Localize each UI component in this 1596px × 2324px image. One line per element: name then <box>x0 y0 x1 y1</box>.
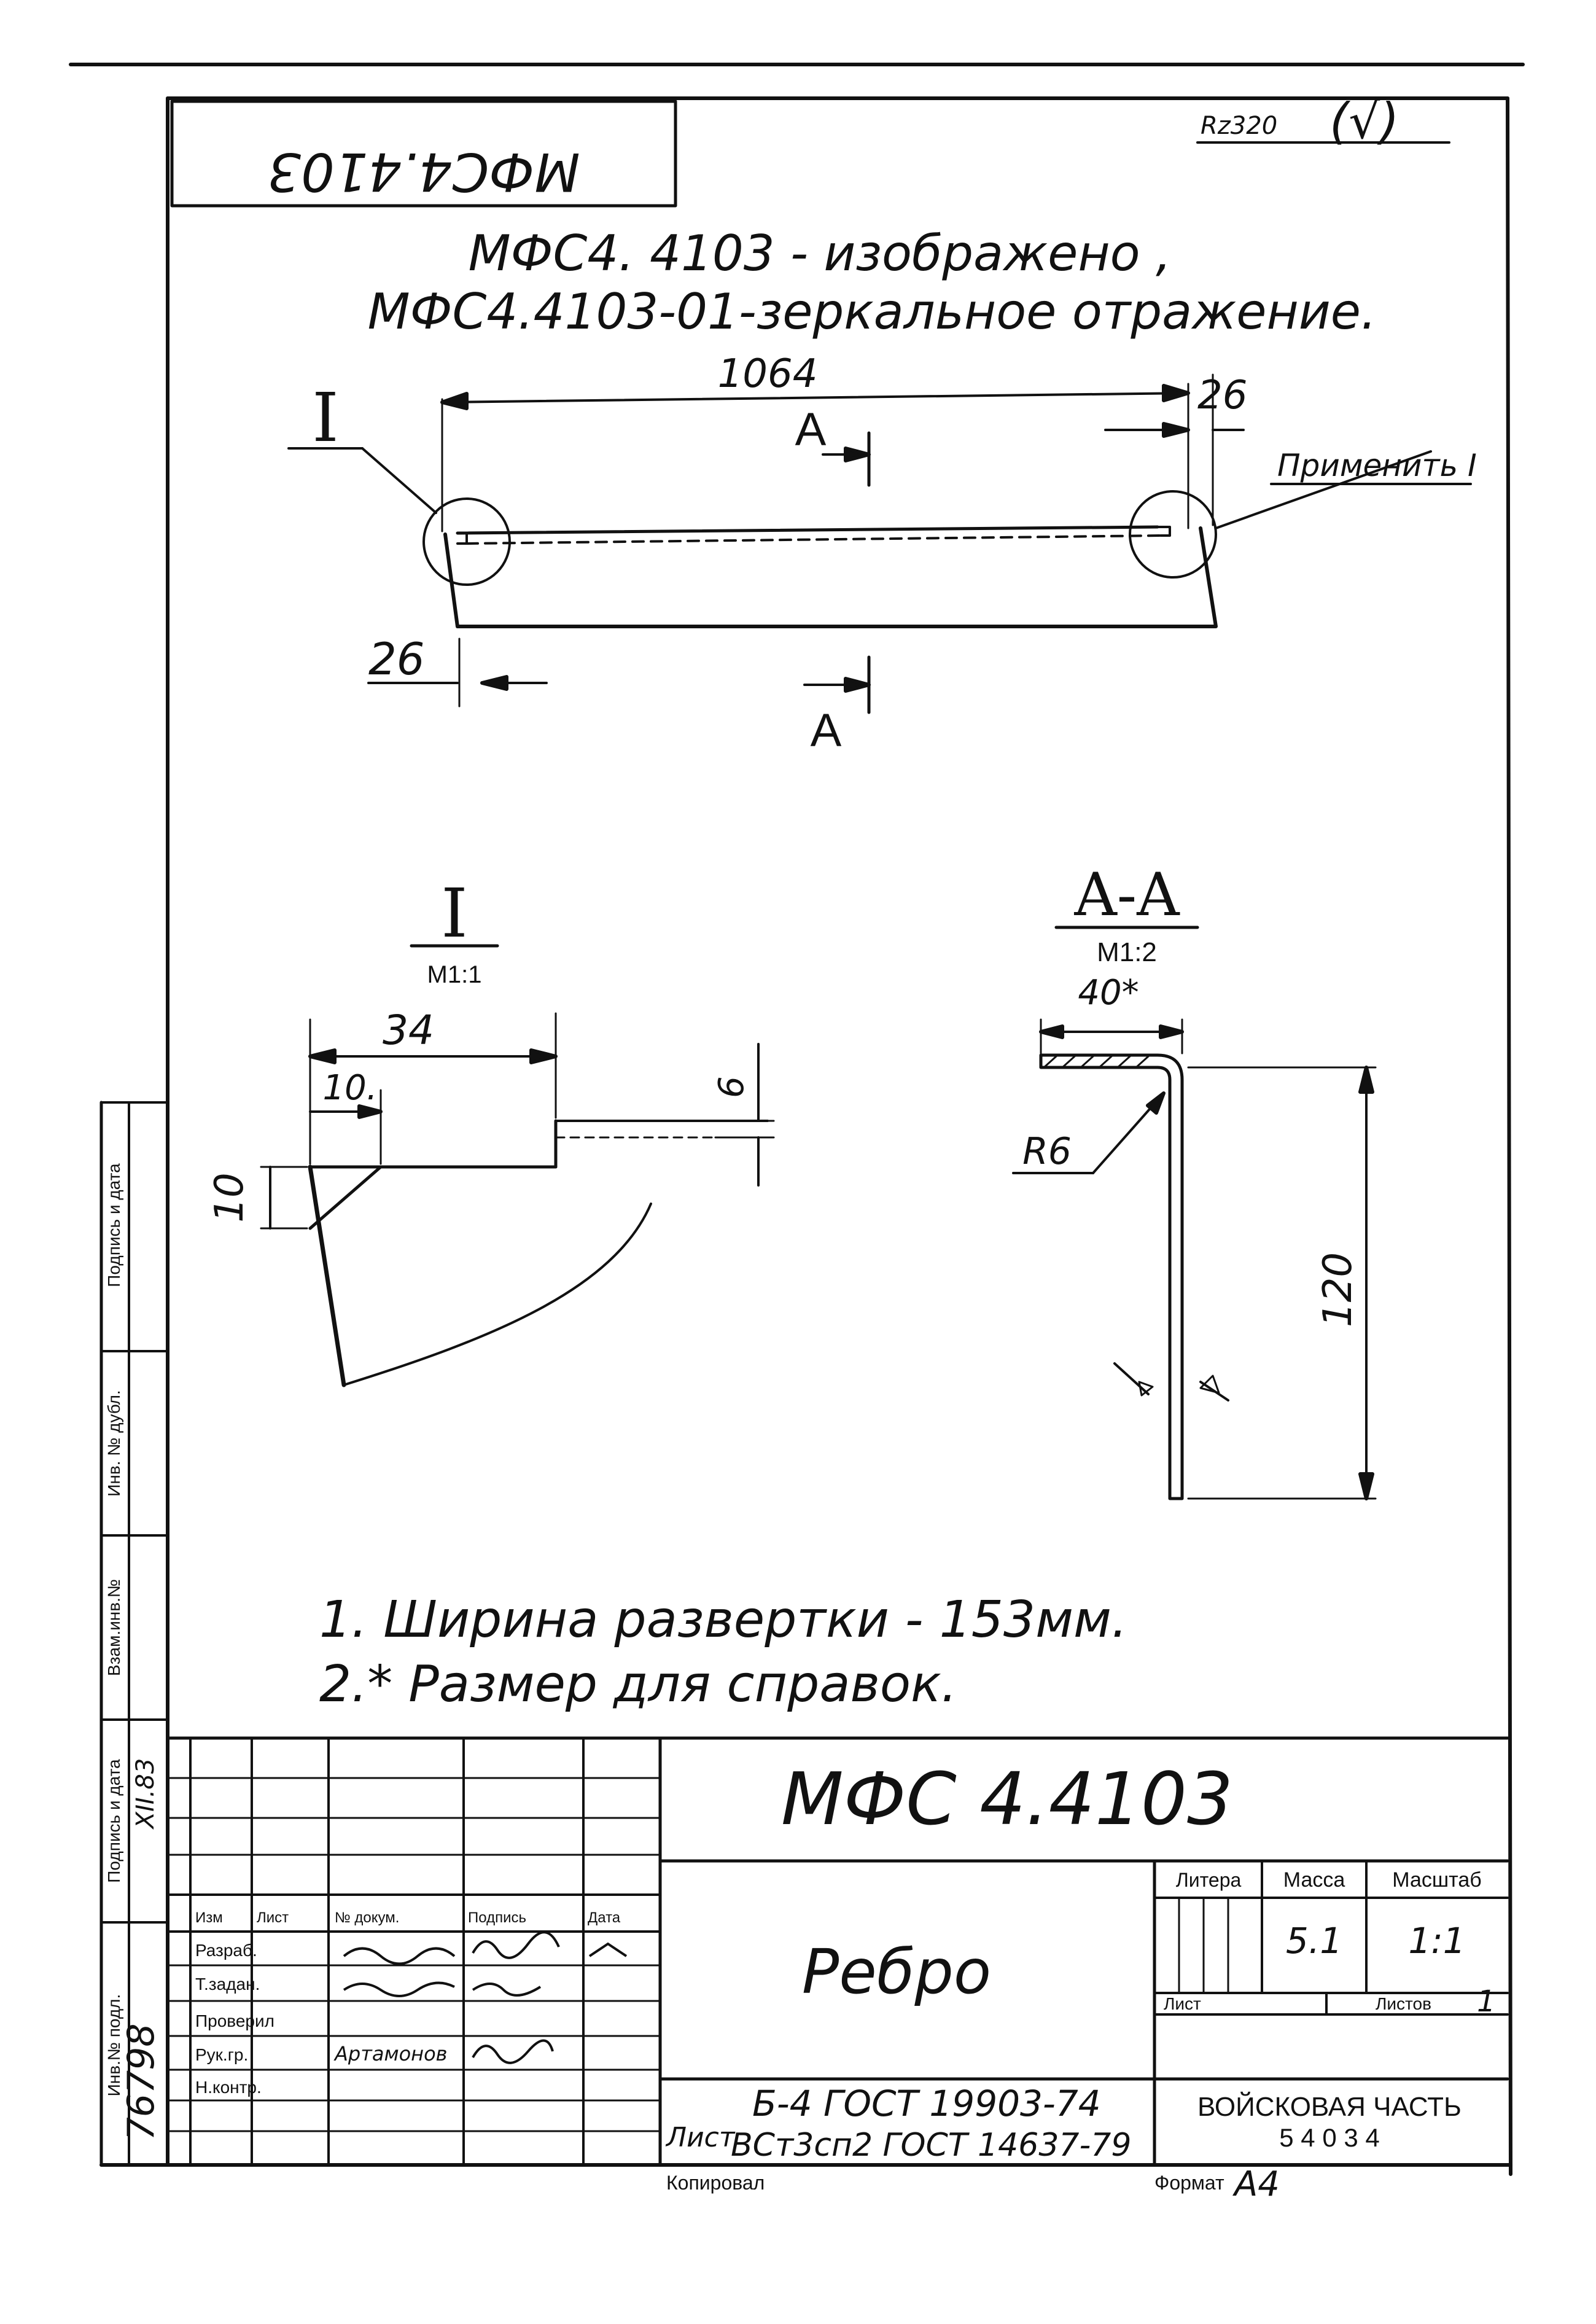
head-date: Дата <box>588 1909 621 1926</box>
col-scale: Масштаб <box>1392 1868 1481 1892</box>
section-mark-bottom: A <box>811 704 842 757</box>
col-mass: Масса <box>1283 1868 1345 1892</box>
section-scale: M1:2 <box>1097 937 1157 967</box>
radius-r6: R6 <box>1022 1130 1072 1173</box>
drawing-note-line2: МФС4.4103-01-зеркальное отражение. <box>368 283 1377 340</box>
sheet-label: Лист <box>1164 1994 1201 2013</box>
section-mark-top: A <box>795 404 827 456</box>
dim-length-1064: 1064 <box>718 351 818 397</box>
org-number: 5 4 0 3 4 <box>1279 2123 1379 2152</box>
sheets-value: 1 <box>1477 1984 1496 2019</box>
head-izm: Изм <box>195 1909 223 1926</box>
copied-label: Копировал <box>666 2172 765 2194</box>
side-vzam-inv: Взам.инв.№ <box>104 1579 123 1676</box>
section-title: A-A <box>1073 860 1180 929</box>
signature-marks <box>343 1931 628 2064</box>
roughness-mark: (√) <box>1329 93 1399 150</box>
side-inv-number: 76798 <box>120 2024 163 2141</box>
row-razrab: Разраб. <box>195 1941 257 1960</box>
row-nkontr: Н.контр. <box>195 2078 262 2097</box>
detail-title: I <box>441 874 467 953</box>
corner-code-box <box>170 99 677 208</box>
dim-left-26: 26 <box>368 633 425 685</box>
material-prefix: Лист <box>665 2122 736 2153</box>
sheets-label: Листов <box>1376 1994 1431 2013</box>
side-inv-podl: Инв.№ подл. <box>104 1994 123 2097</box>
part-name: Ребро <box>802 1936 991 2008</box>
org-name: ВОЙСКОВАЯ ЧАСТЬ <box>1197 2091 1462 2122</box>
head-sign: Подпись <box>468 1909 526 1926</box>
head-list: Лист <box>257 1909 289 1926</box>
format-value: А4 <box>1232 2164 1280 2204</box>
detail-view <box>260 944 775 1387</box>
mass-value: 5.1 <box>1286 1920 1342 1962</box>
row-zadan: Т.задан. <box>195 1975 260 1994</box>
note-2: 2.* Размер для справок. <box>319 1655 957 1714</box>
detail-scale: M1:1 <box>427 961 482 988</box>
corner-code: МФС4.4103 <box>267 141 580 202</box>
dim-10-top: 10. <box>322 1068 377 1108</box>
side-strip-lines <box>99 1101 169 2167</box>
side-date: XII.83 <box>131 1758 160 1830</box>
format-label: Формат <box>1154 2172 1224 2194</box>
scale-value: 1:1 <box>1408 1920 1465 1962</box>
dim-40: 40* <box>1078 973 1139 1013</box>
dim-right-26: 26 <box>1197 373 1247 418</box>
main-view <box>287 373 1472 714</box>
head-doc: № докум. <box>335 1909 399 1926</box>
roughness-value: Rz320 <box>1201 112 1277 140</box>
side-inv-dubl: Инв. № дубл. <box>104 1390 123 1496</box>
section-view <box>1012 926 1377 1500</box>
drawing-note-line1: МФС4. 4103 - изображено , <box>469 225 1172 282</box>
detail-ref-label: I <box>312 378 338 457</box>
material-line2: ВСт3сп2 ГОСТ 14637-79 <box>731 2127 1131 2164</box>
material-line1: Б-4 ГОСТ 19903-74 <box>752 2083 1101 2124</box>
name-ruk: Артамонов <box>333 2042 448 2065</box>
row-ruk: Рук.гр. <box>195 2045 248 2064</box>
apply-note: Применить I <box>1277 448 1477 483</box>
frame-right-line <box>1506 96 1512 2176</box>
note-1: 1. Ширина развертки - 153мм. <box>319 1591 1127 1649</box>
dim-120: 120 <box>1315 1252 1361 1327</box>
title-block-lines <box>166 1736 1509 2167</box>
col-litera: Литера <box>1176 1869 1242 1891</box>
dim-10-side: 10 <box>207 1172 252 1222</box>
designation: МФС 4.4103 <box>781 1757 1233 1841</box>
dim-34: 34 <box>383 1007 434 1054</box>
side-podp-data2: Подпись и дата <box>104 1759 123 1883</box>
row-prover: Проверил <box>195 2011 274 2030</box>
dim-6: 6 <box>712 1076 752 1098</box>
side-podp-data1: Подпись и дата <box>104 1163 123 1287</box>
